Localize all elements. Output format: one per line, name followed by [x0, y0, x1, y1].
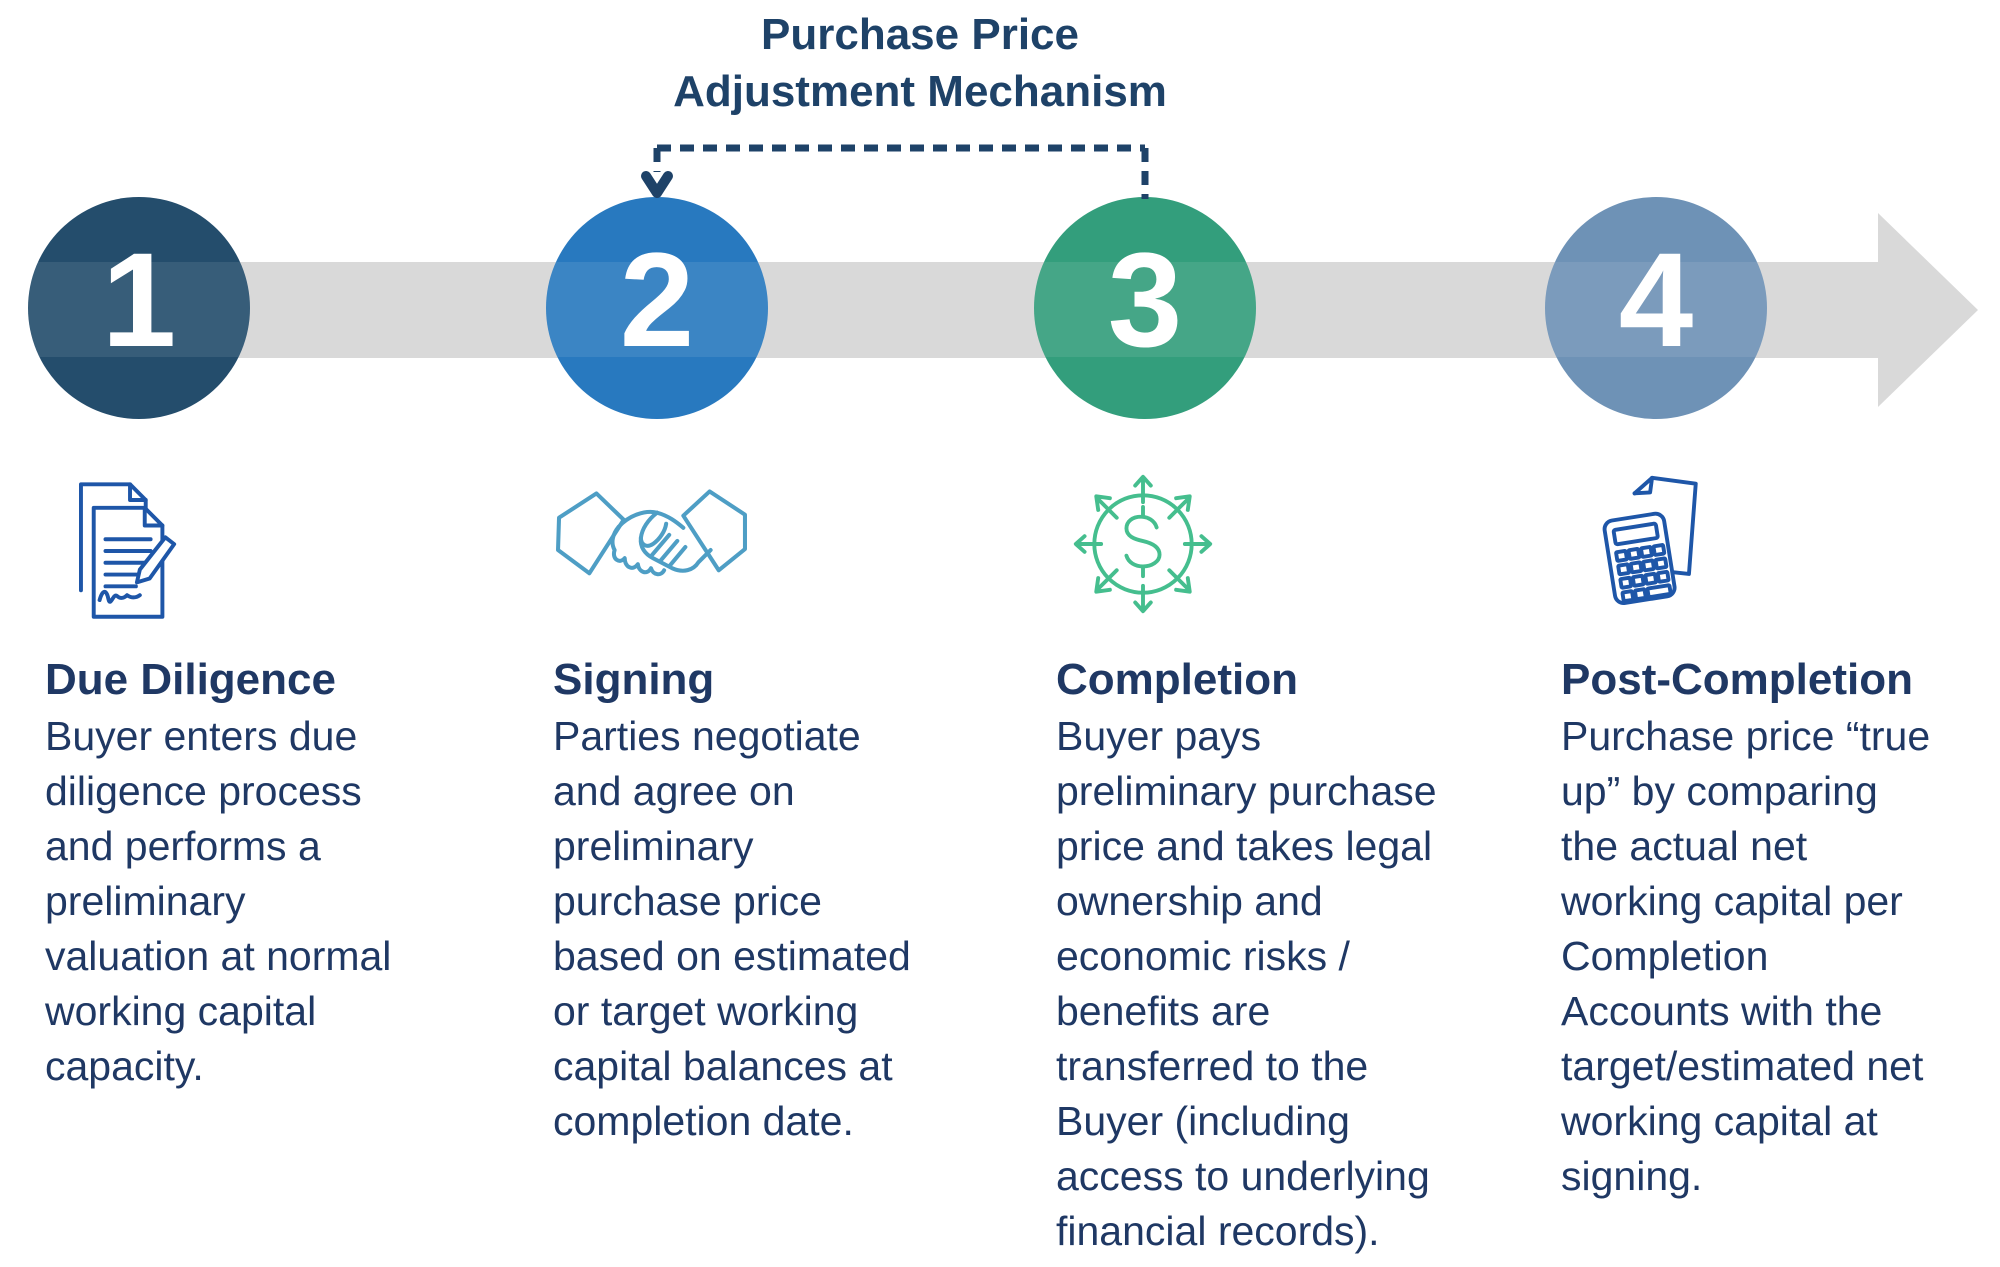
step-description: Buyer pays preliminary purchase price an… — [1056, 713, 1437, 1254]
arrow-right — [1182, 534, 1213, 554]
hand-bottom-edge — [638, 535, 713, 573]
calculator-key — [1616, 562, 1631, 577]
finger-lines — [649, 532, 688, 568]
calculator-paper-icon — [1602, 475, 1698, 606]
calculator-key — [1633, 587, 1648, 602]
connector-down-arrowhead-icon — [641, 171, 673, 198]
pen — [134, 535, 177, 585]
calculator-key — [1639, 545, 1654, 559]
timeline-arrowhead — [1878, 213, 1978, 407]
calculator-body-group — [1602, 511, 1677, 606]
calculator-key — [1630, 573, 1646, 588]
step-description: Buyer enters due diligence process and p… — [45, 713, 392, 1089]
calculator-display — [1611, 521, 1660, 547]
step-heading: Due Diligence — [45, 655, 336, 704]
calculator-key — [1614, 548, 1629, 563]
step-description: Purchase price “true up” by comparing th… — [1561, 713, 1931, 1199]
step-1-text-block: Due Diligence Buyer enters due diligence… — [45, 651, 525, 1094]
paper-fold — [1632, 475, 1654, 496]
money-distribution-icon — [1073, 474, 1213, 614]
dollar-sign — [1124, 505, 1162, 579]
arrow-down — [1133, 583, 1153, 614]
calculator-key — [1620, 589, 1636, 604]
back-page-fold — [128, 482, 148, 502]
arrow-up-right — [1167, 494, 1192, 520]
timeline-band-overlay — [1545, 262, 1767, 357]
step-4-text-block: Post-Completion Purchase price “true up”… — [1561, 651, 1999, 1204]
calculator-key — [1618, 575, 1634, 590]
calculator-key — [1643, 571, 1658, 586]
timeline-band-overlay — [546, 262, 768, 357]
step-circle-4: 4 — [1545, 197, 1767, 419]
step-number: 4 — [1618, 226, 1694, 375]
calculator-key — [1653, 556, 1669, 571]
step-circle-1: 1 — [28, 197, 250, 419]
paper — [1632, 475, 1698, 576]
right-sleeve — [681, 489, 747, 573]
step-circle-2: 2 — [546, 197, 768, 419]
step-description: Parties negotiate and agree on prelimina… — [553, 713, 911, 1144]
step-number: 3 — [1107, 226, 1183, 375]
calculator-key — [1626, 547, 1642, 561]
step-number: 1 — [101, 226, 177, 375]
step-3-text-block: Completion Buyer pays preliminary purcha… — [1056, 651, 1546, 1259]
left-hand-knuckles — [610, 524, 667, 577]
calculator-wide-key — [1645, 583, 1673, 600]
step-heading: Signing — [553, 655, 715, 704]
calculator-key — [1628, 560, 1644, 575]
step-number: 2 — [619, 226, 695, 375]
calculator-key — [1641, 558, 1656, 573]
step-heading: Post-Completion — [1561, 655, 1913, 704]
arrow-left — [1073, 534, 1104, 554]
thumb — [638, 510, 669, 548]
arrow-up — [1133, 474, 1153, 505]
calculator-key — [1655, 569, 1671, 584]
diagram-title: Purchase Price Adjustment Mechanism — [673, 10, 1167, 116]
timeline-band-overlay — [1034, 262, 1256, 357]
step-2-text-block: Signing Parties negotiate and agree on p… — [553, 651, 1033, 1149]
signature-squiggle — [97, 589, 142, 604]
step-heading: Completion — [1056, 655, 1298, 704]
left-sleeve — [556, 491, 626, 576]
handshake-icon — [556, 489, 747, 577]
purchase-price-adjustment-connector — [641, 144, 1149, 199]
arrow-down-left — [1094, 568, 1119, 594]
calculator-key — [1651, 543, 1667, 557]
front-page-fold — [142, 505, 165, 528]
document-text-lines — [103, 537, 153, 589]
arrow-up-left — [1094, 494, 1119, 520]
signed-documents-icon — [79, 482, 177, 619]
arrow-down-right — [1167, 568, 1192, 594]
timeline-band-overlay — [28, 262, 250, 357]
step-circle-3: 3 — [1034, 197, 1256, 419]
